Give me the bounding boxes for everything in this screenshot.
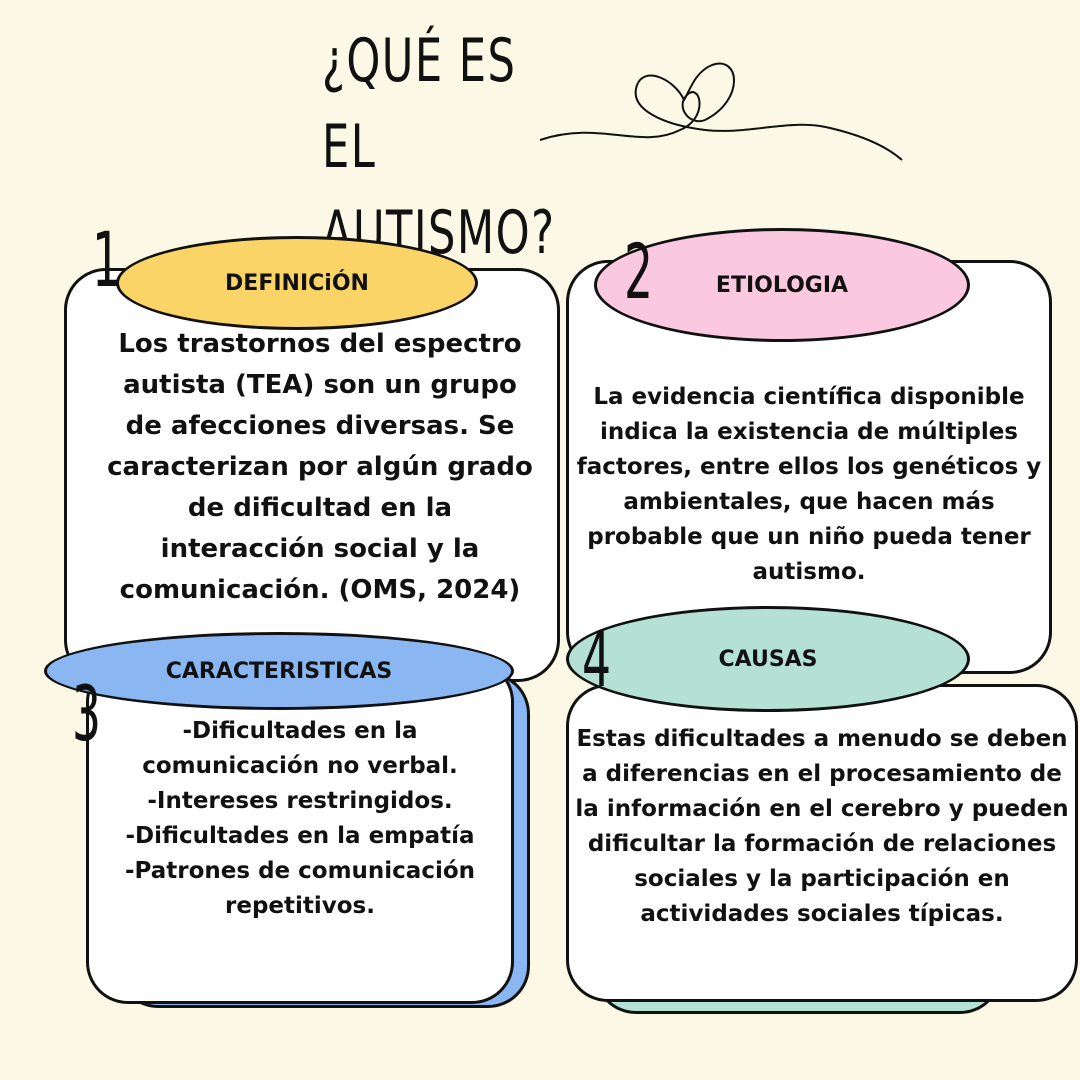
- section-number-4: 4: [582, 615, 612, 704]
- causas-heading: CAUSAS: [718, 646, 818, 672]
- definicion-card: [64, 268, 560, 682]
- causas-text: Estas dificultades a menudo se deben a d…: [575, 726, 1069, 927]
- caracteristicas-list: -Dificultades en la comunicación no verb…: [112, 714, 488, 924]
- caracteristicas-header: CARACTERISTICAS: [44, 632, 514, 710]
- title-line-1: ¿QUÉ ES EL: [322, 26, 517, 182]
- page-title: ¿QUÉ ES EL AUTISMO?: [322, 18, 554, 276]
- list-item: -Patrones de comunicación repetitivos.: [124, 858, 476, 919]
- section-number-3: 3: [72, 669, 102, 758]
- etiologia-text: La evidencia científica disponible indic…: [576, 384, 1042, 585]
- caracteristicas-heading: CARACTERISTICAS: [165, 658, 393, 684]
- etiologia-header: ETIOLOGIA: [594, 228, 970, 342]
- list-item: -Intereses restringidos.: [147, 788, 453, 814]
- definicion-header: DEFINICiÓN: [116, 236, 478, 330]
- etiologia-heading: ETIOLOGIA: [715, 272, 849, 298]
- list-item: -Dificultades en la empatía: [125, 823, 475, 849]
- heart-doodle-icon: [539, 62, 903, 161]
- causas-card: [566, 684, 1078, 1002]
- causas-header: CAUSAS: [566, 606, 970, 712]
- list-item: -Dificultades en la comunicación no verb…: [142, 718, 458, 779]
- section-number-1: 1: [92, 215, 122, 304]
- caracteristicas-card: [86, 660, 514, 1004]
- section-number-2: 2: [624, 227, 654, 316]
- definicion-text: Los trastornos del espectro autista (TEA…: [107, 329, 533, 605]
- definicion-heading: DEFINICiÓN: [225, 270, 369, 296]
